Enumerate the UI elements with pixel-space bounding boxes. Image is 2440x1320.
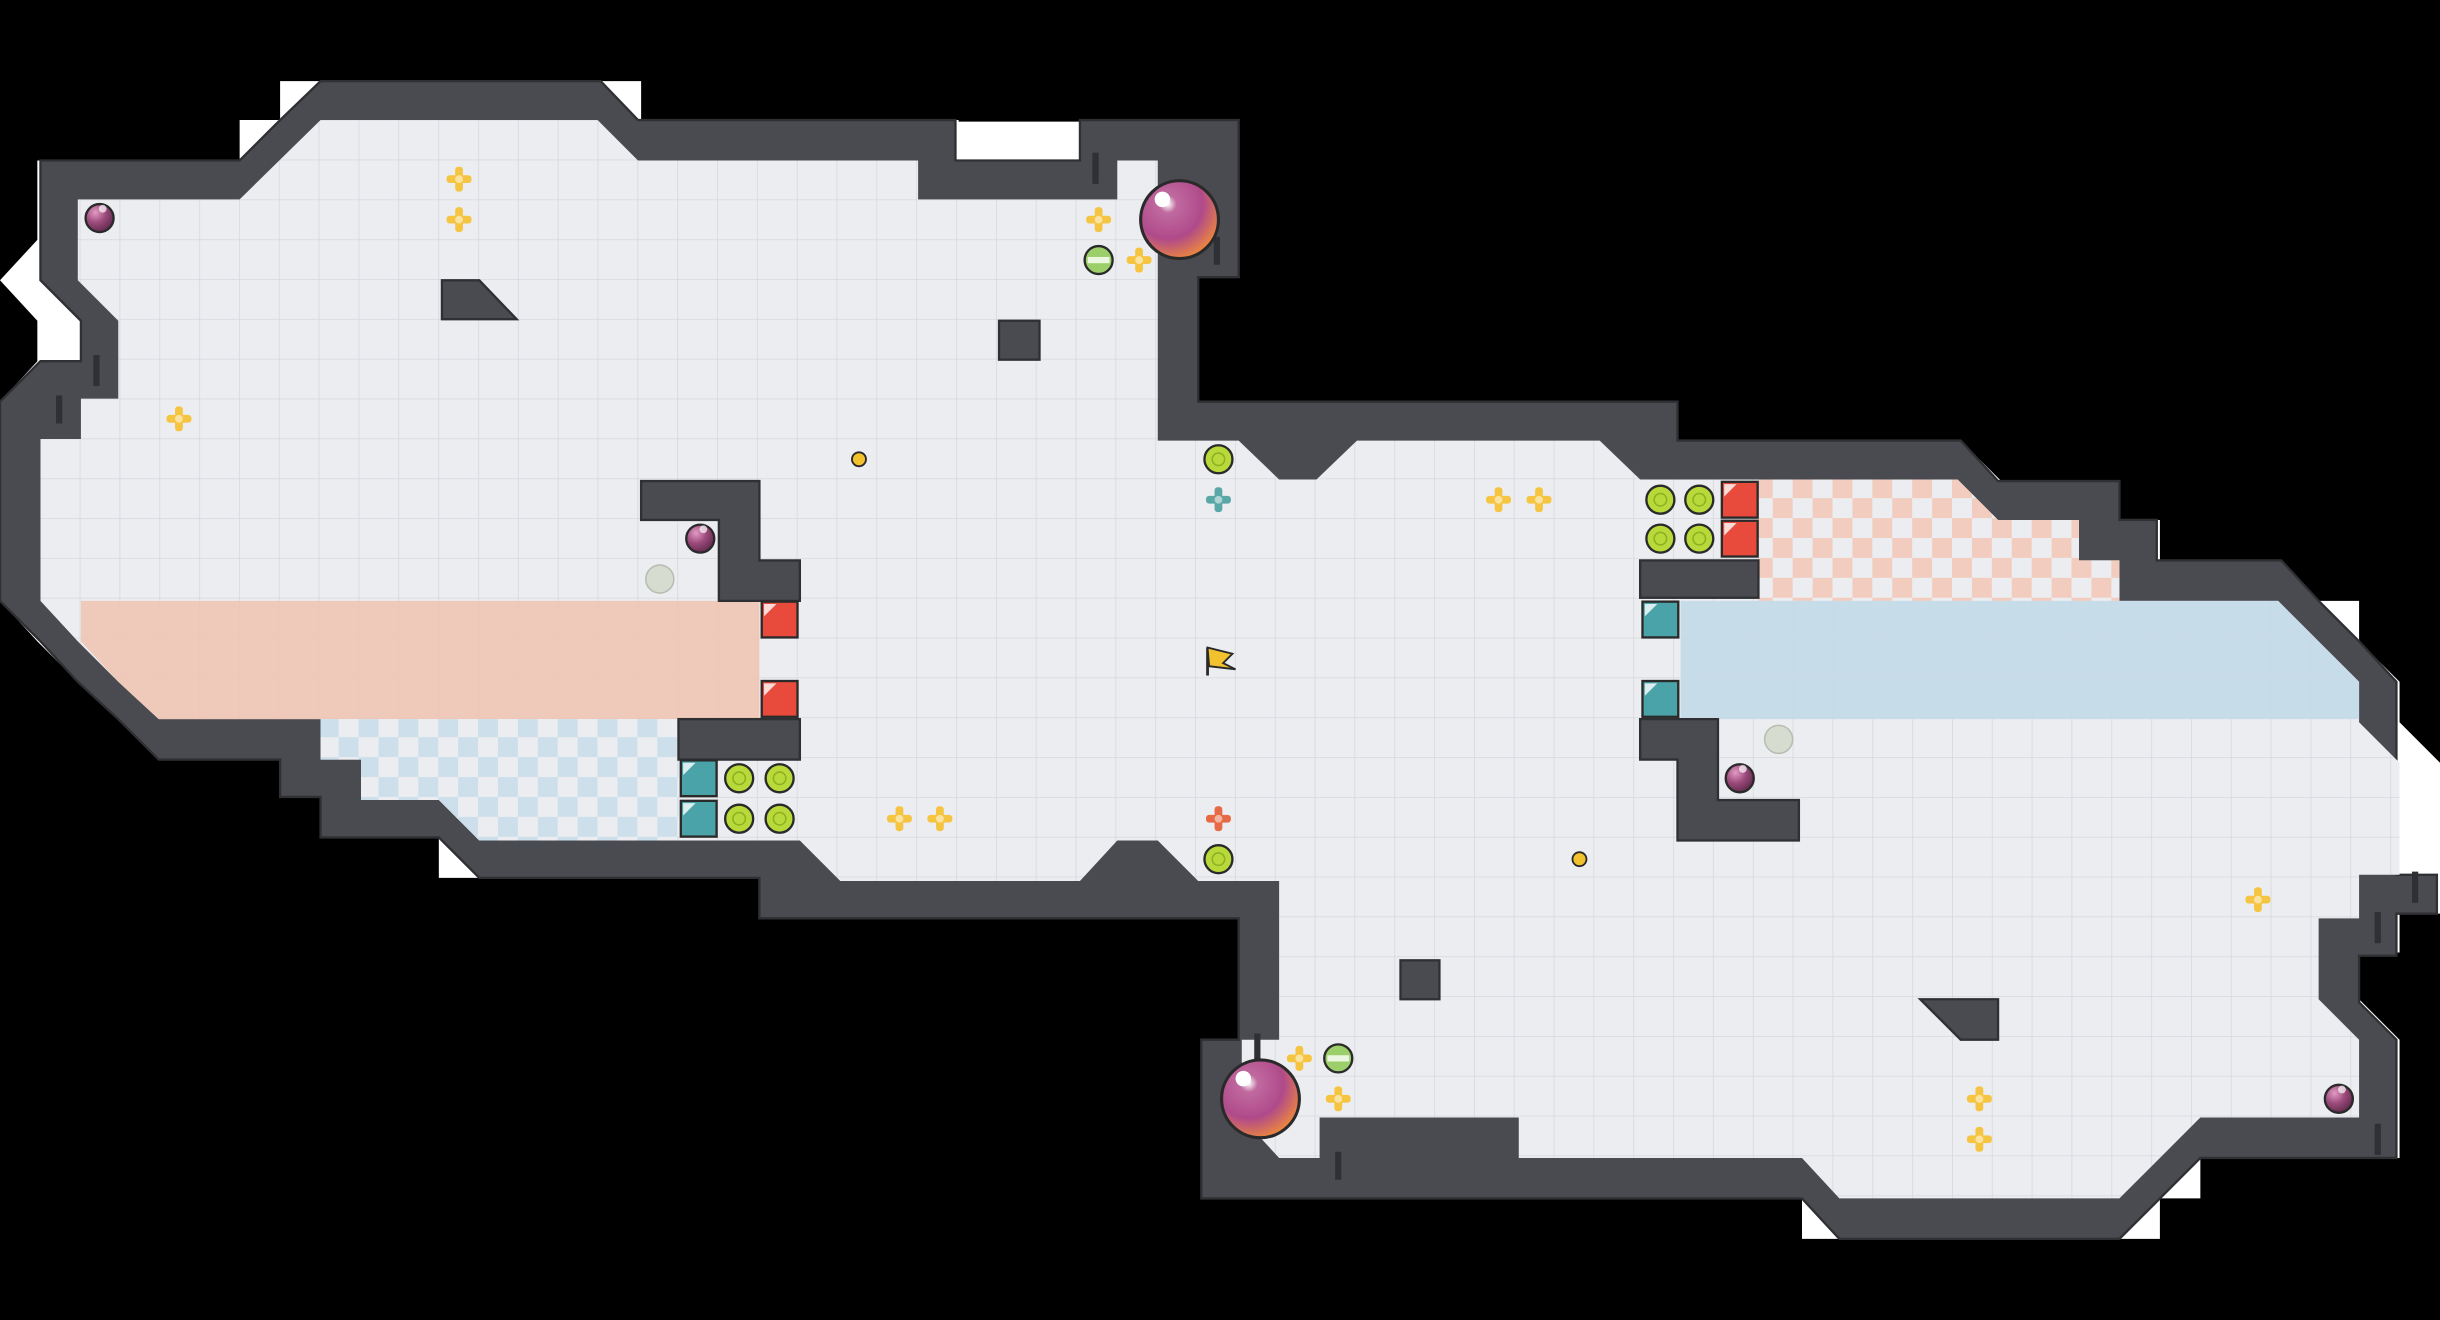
powerup-cross-icon (2245, 887, 2271, 913)
powerup-cross-icon (927, 806, 953, 832)
powerup-cross-icon (1966, 1086, 1992, 1112)
ball-icon (84, 202, 115, 234)
powerup-cross-icon (1486, 487, 1511, 513)
boost-pad-icon (1645, 484, 1676, 515)
powerup-cross-icon (1086, 207, 1112, 233)
blue-base-tile-icon (1641, 679, 1680, 718)
blue-base-tile-icon (679, 799, 718, 838)
boost-pad-icon (723, 763, 755, 794)
powerup-cross-icon (446, 166, 472, 192)
powerup-cross-icon (1966, 1126, 1992, 1152)
boost-pad-icon (764, 803, 795, 834)
powerup-cross-icon (1286, 1045, 1312, 1071)
ball-icon (1724, 763, 1755, 794)
teal-powerup-icon (1205, 487, 1231, 513)
orange-powerup-icon (1205, 806, 1231, 832)
red-zone (80, 479, 2120, 720)
portal-orb-icon (1220, 1058, 1301, 1140)
blue-base-tile-icon (679, 759, 718, 798)
portal-orb-icon (1139, 179, 1220, 261)
gate-marker-icon (645, 564, 675, 594)
button-dot-icon (1571, 851, 1588, 868)
red-base-tile-icon (760, 600, 799, 639)
boost-pad-icon (1203, 444, 1234, 475)
powerup-cross-icon (1325, 1086, 1351, 1112)
boost-pad-icon (1684, 523, 1715, 554)
boost-pad-icon (1203, 844, 1234, 875)
boost-pad-icon (1645, 523, 1676, 554)
red-base-tile-icon (1720, 519, 1759, 558)
bomb-icon (1323, 1043, 1354, 1074)
powerup-cross-icon (1526, 487, 1552, 513)
boost-pad-icon (764, 763, 795, 794)
bomb-icon (1083, 244, 1114, 276)
ball-icon (685, 523, 716, 554)
powerup-cross-icon (166, 406, 192, 432)
map-objects (84, 166, 2355, 1152)
button-dot-icon (851, 451, 867, 468)
powerup-cross-icon (1126, 247, 1152, 273)
blue-base-tile-icon (1641, 600, 1680, 639)
red-base-tile-icon (760, 679, 799, 718)
gate-marker-icon (1763, 724, 1794, 755)
inner-walls (56, 152, 2419, 1180)
powerup-cross-icon (446, 207, 472, 233)
powerup-cross-icon (886, 806, 912, 832)
flag-icon (1206, 646, 1236, 676)
boost-pad-icon (1684, 484, 1715, 515)
boost-pad-icon (723, 803, 755, 834)
blue-zone (320, 600, 2360, 841)
red-base-tile-icon (1720, 480, 1759, 519)
ball-icon (2323, 1083, 2355, 1114)
